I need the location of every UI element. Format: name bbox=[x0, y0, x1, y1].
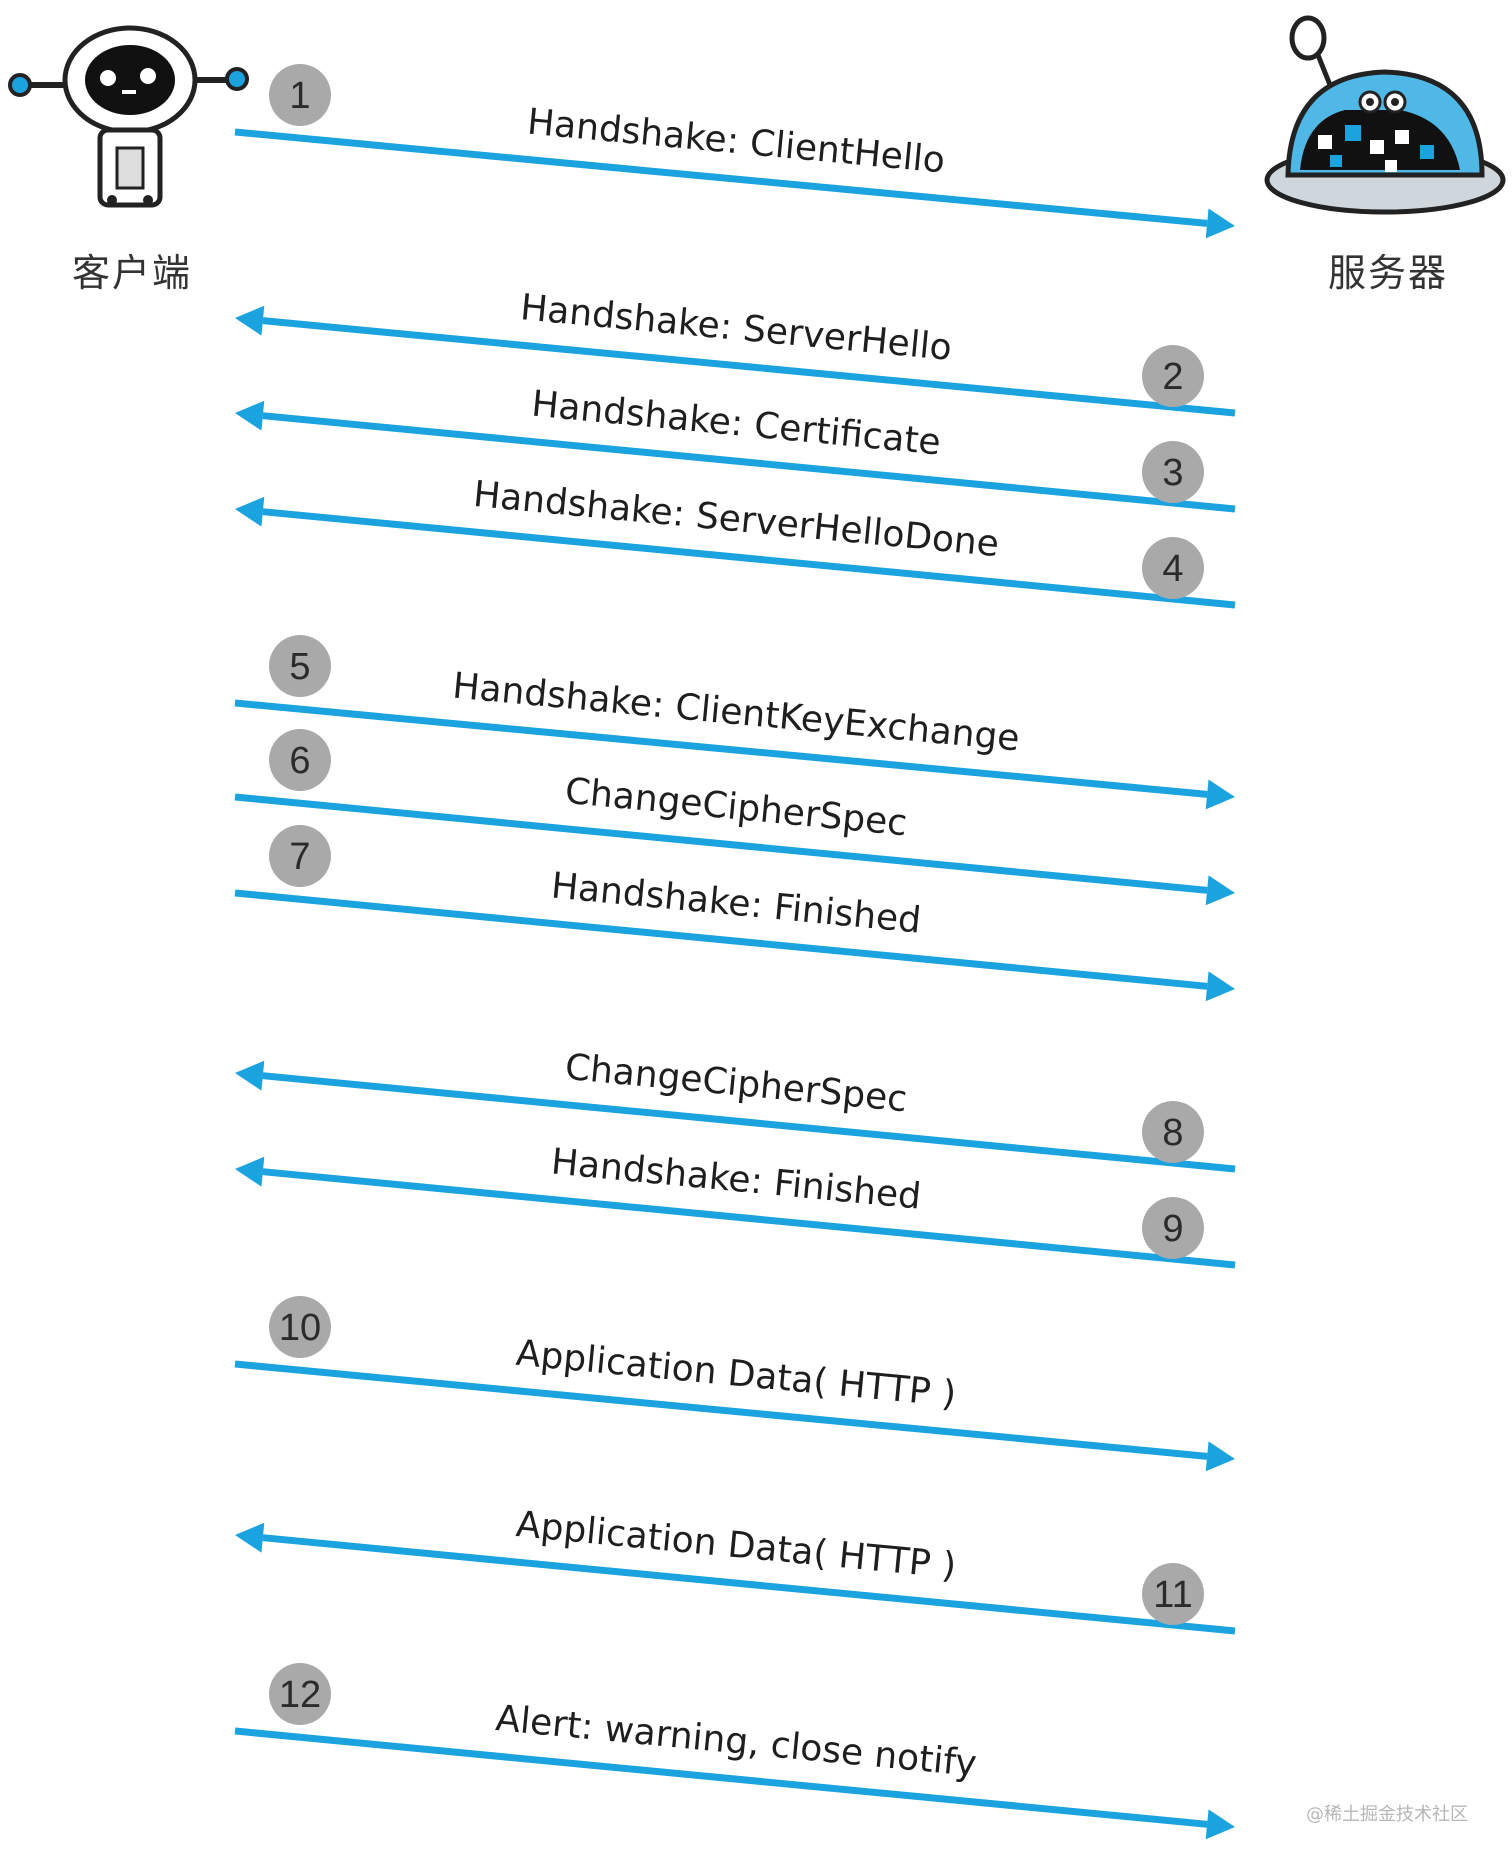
arrowhead-icon bbox=[1205, 1441, 1235, 1472]
arrowhead-icon bbox=[1205, 971, 1235, 1002]
arrowhead-icon bbox=[235, 496, 265, 527]
message-1: Handshake: ClientHello 1 bbox=[234, 64, 1235, 239]
message-arrow-line bbox=[234, 699, 1208, 798]
message-3: Handshake: Certificate 3 bbox=[235, 384, 1236, 513]
message-label: Handshake: Certificate bbox=[530, 384, 943, 464]
step-badge bbox=[1142, 1101, 1204, 1163]
message-label: Handshake: ServerHello bbox=[519, 287, 954, 369]
message-arrow-line bbox=[262, 412, 1236, 513]
message-12: Alert: warning, close notify 12 bbox=[234, 1663, 1235, 1840]
step-number: 9 bbox=[1162, 1208, 1183, 1250]
message-arrow-line bbox=[262, 317, 1236, 417]
step-number: 2 bbox=[1162, 356, 1183, 398]
step-number: 1 bbox=[289, 75, 310, 117]
message-label: Alert: warning, close notify bbox=[494, 1698, 979, 1785]
message-label: Handshake: ClientKeyExchange bbox=[451, 666, 1021, 760]
step-badge bbox=[269, 1663, 331, 1725]
message-label: Application Data( HTTP ) bbox=[514, 1504, 958, 1587]
step-badge bbox=[1142, 441, 1204, 503]
step-number: 3 bbox=[1162, 452, 1183, 494]
client-label: 客户端 bbox=[72, 251, 193, 295]
message-label: Handshake: ClientHello bbox=[525, 102, 946, 182]
message-arrow-line bbox=[234, 1360, 1208, 1460]
message-10: Application Data( HTTP ) 10 bbox=[234, 1296, 1235, 1472]
message-label: Application Data( HTTP ) bbox=[514, 1333, 958, 1416]
message-arrow-line bbox=[262, 508, 1236, 609]
arrowhead-icon bbox=[1205, 208, 1235, 239]
step-badge bbox=[1142, 537, 1204, 599]
arrowhead-icon bbox=[235, 1156, 265, 1187]
step-number: 4 bbox=[1162, 548, 1183, 590]
arrowhead-icon bbox=[235, 305, 265, 336]
watermark: @稀土掘金技术社区 bbox=[1306, 1804, 1468, 1825]
step-badge bbox=[269, 1296, 331, 1358]
message-arrow-line bbox=[262, 1168, 1236, 1269]
step-number: 12 bbox=[279, 1674, 321, 1716]
step-badge bbox=[1142, 345, 1204, 407]
server-robot-icon bbox=[1264, 15, 1506, 215]
arrowhead-icon bbox=[235, 400, 265, 431]
message-2: Handshake: ServerHello 2 bbox=[235, 287, 1236, 417]
step-number: 7 bbox=[289, 836, 310, 878]
step-badge bbox=[269, 635, 331, 697]
arrowhead-icon bbox=[235, 1522, 265, 1553]
step-badge bbox=[1142, 1197, 1204, 1259]
message-label: Handshake: ServerHelloDone bbox=[471, 474, 1000, 565]
message-arrow-line bbox=[262, 1072, 1236, 1173]
step-number: 6 bbox=[289, 740, 310, 782]
arrowhead-icon bbox=[1205, 875, 1235, 906]
step-number: 8 bbox=[1162, 1112, 1183, 1154]
message-11: Application Data( HTTP ) 11 bbox=[235, 1504, 1236, 1635]
message-arrow-line bbox=[234, 1727, 1208, 1828]
step-number: 5 bbox=[289, 646, 310, 688]
message-5: Handshake: ClientKeyExchange 5 bbox=[234, 635, 1235, 810]
message-arrow-line bbox=[234, 889, 1208, 990]
arrowhead-icon bbox=[1205, 779, 1235, 810]
message-arrow-line bbox=[234, 793, 1208, 894]
step-badge bbox=[269, 64, 331, 126]
client-robot-icon bbox=[8, 25, 249, 208]
step-badge bbox=[269, 825, 331, 887]
message-arrow-line bbox=[234, 128, 1208, 227]
arrowhead-icon bbox=[1205, 1809, 1235, 1840]
step-badge bbox=[269, 729, 331, 791]
step-number: 10 bbox=[279, 1307, 321, 1349]
step-badge bbox=[1142, 1563, 1204, 1625]
arrowhead-icon bbox=[235, 1060, 265, 1091]
message-arrow-line bbox=[262, 1534, 1236, 1635]
step-number: 11 bbox=[1153, 1574, 1192, 1616]
server-label: 服务器 bbox=[1328, 251, 1449, 295]
